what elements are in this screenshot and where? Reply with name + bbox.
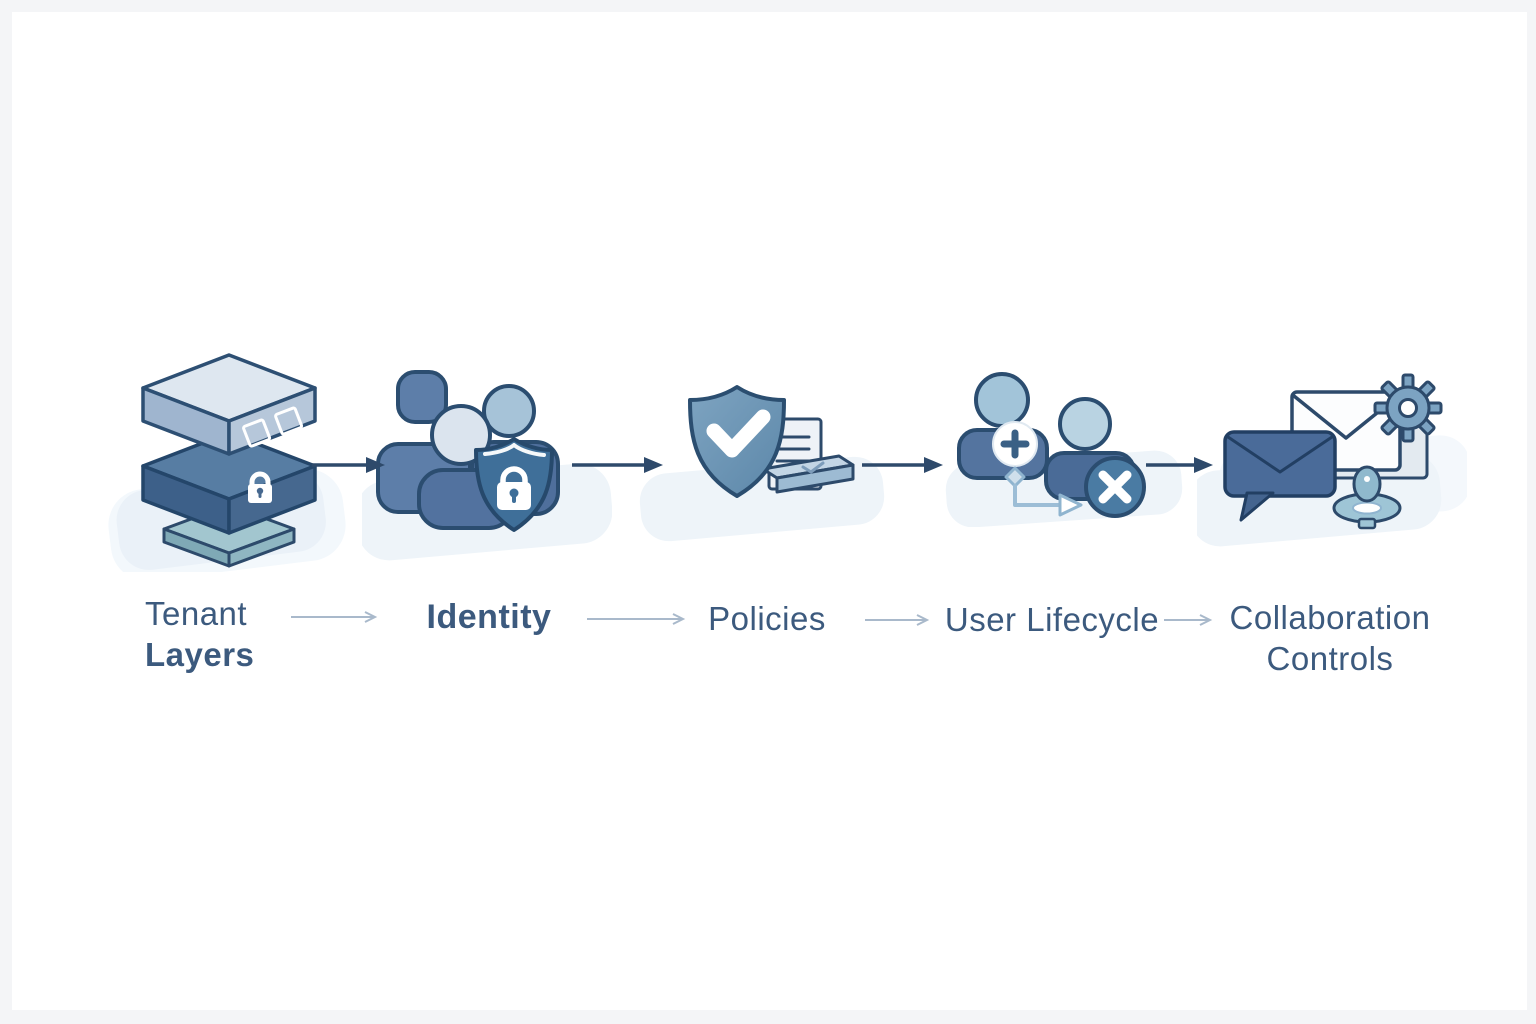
- layered-stack-lock-icon: [108, 353, 346, 572]
- users-shield-lock-icon: [362, 370, 612, 561]
- mail-chat-gear-stamp-icon: [1197, 373, 1467, 547]
- stage-label-user-lifecycle: User Lifecycle: [902, 599, 1202, 640]
- stage-label-line: Identity: [426, 598, 552, 636]
- shield-check-document-icon: [639, 385, 885, 542]
- label-arrow-2: [587, 613, 686, 625]
- stage-label-line: Controls: [1266, 640, 1394, 677]
- stage-label-line: Collaboration: [1229, 599, 1431, 636]
- chat-envelope-icon: [1223, 430, 1337, 522]
- diagram-canvas: Tenant Layers Identity Policies User Lif…: [12, 12, 1527, 1010]
- icon-arrow-1: [312, 457, 385, 473]
- icon-arrow-4: [1146, 457, 1213, 473]
- stage-label-tenant-layers: Tenant Layers: [145, 593, 254, 675]
- stage-label-identity: Identity: [389, 597, 589, 638]
- stage-label-line: Tenant: [145, 595, 248, 632]
- stage-label-line: Policies: [708, 600, 826, 637]
- icon-arrow-3: [862, 457, 943, 473]
- gear-icon: [1373, 373, 1443, 443]
- stage-label-policies: Policies: [667, 598, 867, 639]
- user-add-remove-icon: [945, 372, 1183, 527]
- icon-arrow-2: [572, 457, 663, 473]
- user-knob-icon: [1332, 465, 1402, 530]
- stage-label-line: Layers: [145, 636, 255, 673]
- label-arrow-1: [291, 611, 378, 623]
- stage-label-line: User Lifecycle: [944, 601, 1160, 638]
- label-arrow-4: [1164, 614, 1213, 626]
- label-arrow-3: [865, 614, 930, 626]
- stage-label-collaboration-controls: Collaboration Controls: [1180, 597, 1480, 679]
